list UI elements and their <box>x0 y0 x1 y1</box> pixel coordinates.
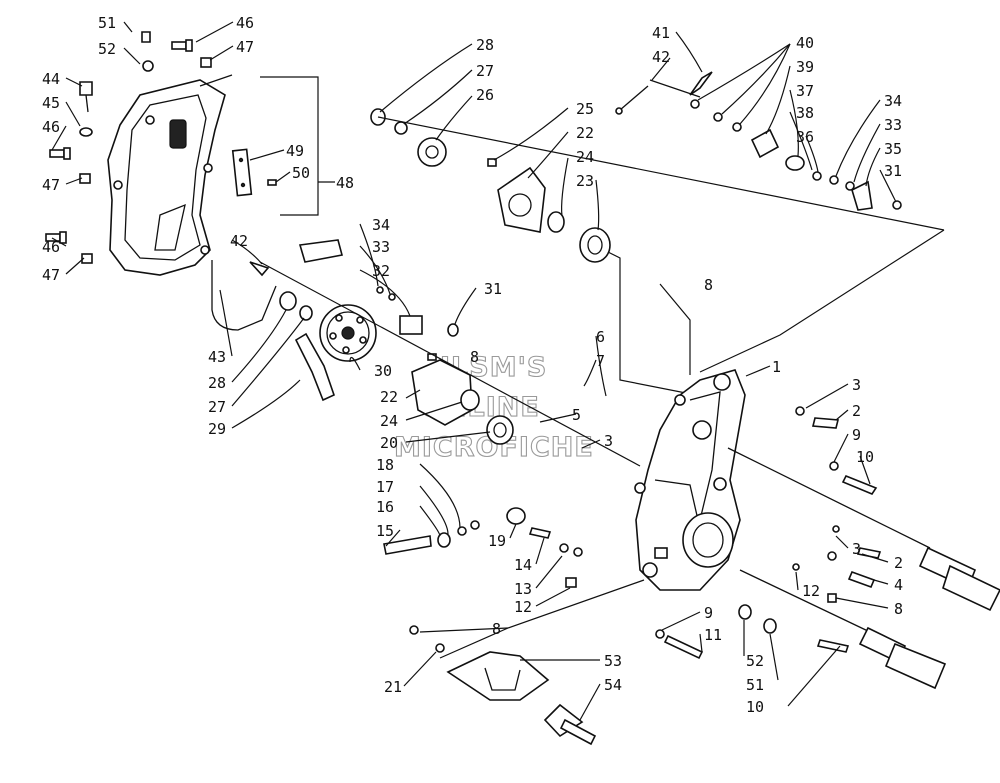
callout-labels: 51 52 46 47 44 45 46 47 46 47 49 50 48 2… <box>42 14 903 716</box>
callout-49: 49 <box>286 142 304 160</box>
callout-46b: 46 <box>42 118 60 136</box>
callout-43: 43 <box>208 348 226 366</box>
callout-52b: 52 <box>746 652 764 670</box>
callout-17: 17 <box>376 478 394 496</box>
callout-36: 36 <box>796 128 814 146</box>
callout-2b: 2 <box>894 554 903 572</box>
callout-1: 1 <box>772 358 781 376</box>
callout-48: 48 <box>336 174 354 192</box>
callout-7: 7 <box>596 352 605 370</box>
callout-33: 33 <box>884 116 902 134</box>
callout-22b: 22 <box>380 388 398 406</box>
callout-4: 4 <box>894 576 903 594</box>
callout-42b: 42 <box>230 232 248 250</box>
callout-3a: 3 <box>604 432 613 450</box>
lower-guard <box>446 651 597 746</box>
callout-40: 40 <box>796 34 814 52</box>
callout-28: 28 <box>476 36 494 54</box>
group-bracket-48 <box>260 76 319 216</box>
callout-34: 34 <box>884 92 902 110</box>
callout-20: 20 <box>380 434 398 452</box>
chaincase-cover <box>107 79 226 276</box>
callout-10a: 10 <box>856 448 874 466</box>
callout-12b: 12 <box>802 582 820 600</box>
callout-18: 18 <box>376 456 394 474</box>
callout-8d: 8 <box>704 276 713 294</box>
callout-33b: 33 <box>372 238 390 256</box>
middle-gear-group <box>211 239 514 445</box>
callout-44: 44 <box>42 70 60 88</box>
callout-8a: 8 <box>470 348 479 366</box>
cover-plate <box>231 148 253 197</box>
callout-47b: 47 <box>42 176 60 194</box>
callout-24b: 24 <box>380 412 398 430</box>
callout-31: 31 <box>884 162 902 180</box>
callout-27: 27 <box>476 62 494 80</box>
callout-41: 41 <box>652 24 670 42</box>
callout-47c: 47 <box>42 266 60 284</box>
callout-35: 35 <box>884 140 902 158</box>
callout-30: 30 <box>374 362 392 380</box>
callout-53: 53 <box>604 652 622 670</box>
callout-27b: 27 <box>208 398 226 416</box>
callout-51: 51 <box>98 14 116 32</box>
chaincase-housing <box>634 369 746 591</box>
callout-9a: 9 <box>852 426 861 444</box>
upper-axis-line <box>377 116 945 231</box>
callout-24: 24 <box>576 148 594 166</box>
callout-15: 15 <box>376 522 394 540</box>
callout-32: 32 <box>372 262 390 280</box>
callout-5: 5 <box>572 406 581 424</box>
callout-8c: 8 <box>894 600 903 618</box>
callout-19: 19 <box>488 532 506 550</box>
callout-12a: 12 <box>514 598 532 616</box>
drive-shafts <box>727 447 1000 690</box>
cover-hardware <box>45 31 277 264</box>
callout-6: 6 <box>596 328 605 346</box>
right-hardware <box>792 406 882 603</box>
callout-51b: 51 <box>746 676 764 694</box>
callout-11: 11 <box>704 626 722 644</box>
callout-46c: 46 <box>42 238 60 256</box>
callout-9b: 9 <box>704 604 713 622</box>
callout-3b: 3 <box>852 376 861 394</box>
callout-26: 26 <box>476 86 494 104</box>
callout-31b: 31 <box>484 280 502 298</box>
callout-22: 22 <box>576 124 594 142</box>
callout-29: 29 <box>208 420 226 438</box>
callout-38: 38 <box>796 104 814 122</box>
callout-8b: 8 <box>492 620 501 638</box>
callout-39: 39 <box>796 58 814 76</box>
callout-28b: 28 <box>208 374 226 392</box>
callout-13: 13 <box>514 580 532 598</box>
lower-hardware <box>383 507 850 660</box>
callout-54: 54 <box>604 676 622 694</box>
callout-46: 46 <box>236 14 254 32</box>
callout-42: 42 <box>652 48 670 66</box>
callout-3c: 3 <box>852 540 861 558</box>
callout-25: 25 <box>576 100 594 118</box>
callout-34b: 34 <box>372 216 390 234</box>
callout-10b: 10 <box>746 698 764 716</box>
watermark: JLSM'S ONLINE MICROFICHE <box>393 351 593 463</box>
leader-lines <box>51 21 897 721</box>
callout-47: 47 <box>236 38 254 56</box>
callout-2a: 2 <box>852 402 861 420</box>
upper-shaft-parts <box>370 108 611 263</box>
callout-14: 14 <box>514 556 532 574</box>
callout-16: 16 <box>376 498 394 516</box>
callout-45: 45 <box>42 94 60 112</box>
callout-50: 50 <box>292 164 310 182</box>
tensioner-hardware <box>615 71 902 211</box>
callout-21: 21 <box>384 678 402 696</box>
callout-52: 52 <box>98 40 116 58</box>
callout-23: 23 <box>576 172 594 190</box>
callout-37: 37 <box>796 82 814 100</box>
